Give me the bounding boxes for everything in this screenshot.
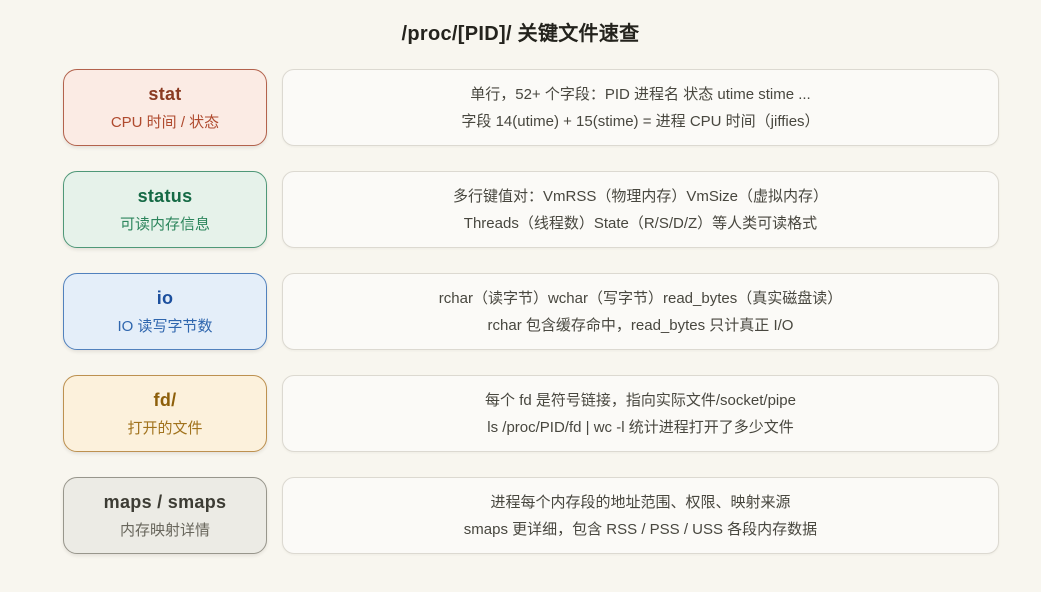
description-line: rchar（读字节）wchar（写字节）read_bytes（真实磁盘读） <box>438 289 843 307</box>
file-card-status: status 可读内存信息 <box>63 171 267 248</box>
file-role: 内存映射详情 <box>119 521 210 539</box>
file-description-stat: 单行，52+ 个字段：PID 进程名 状态 utime stime ... 字段… <box>282 69 999 146</box>
file-name: fd/ <box>153 389 177 410</box>
description-line: 进程每个内存段的地址范围、权限、映射来源 <box>490 493 791 511</box>
file-description-fd: 每个 fd 是符号链接，指向实际文件/socket/pipe ls /proc/… <box>282 375 999 452</box>
file-role: 可读内存信息 <box>119 215 210 233</box>
row-stat: stat CPU 时间 / 状态 单行，52+ 个字段：PID 进程名 状态 u… <box>63 69 999 146</box>
file-description-status: 多行键值对：VmRSS（物理内存）VmSize（虚拟内存） Threads（线程… <box>282 171 999 248</box>
file-card-stat: stat CPU 时间 / 状态 <box>63 69 267 146</box>
row-status: status 可读内存信息 多行键值对：VmRSS（物理内存）VmSize（虚拟… <box>63 171 999 248</box>
page-title: /proc/[PID]/ 关键文件速查 <box>401 23 640 45</box>
file-name: status <box>137 185 193 206</box>
row-io: io IO 读写字节数 rchar（读字节）wchar（写字节）read_byt… <box>63 273 999 350</box>
file-role: IO 读写字节数 <box>117 317 213 335</box>
description-line: smaps 更详细，包含 RSS / PSS / USS 各段内存数据 <box>463 520 818 538</box>
description-line: ls /proc/PID/fd | wc -l 统计进程打开了多少文件 <box>487 418 794 436</box>
file-name: maps / smaps <box>103 491 227 512</box>
file-card-io: io IO 读写字节数 <box>63 273 267 350</box>
reference-table: stat CPU 时间 / 状态 单行，52+ 个字段：PID 进程名 状态 u… <box>0 46 1041 554</box>
file-role: CPU 时间 / 状态 <box>110 113 220 131</box>
file-description-io: rchar（读字节）wchar（写字节）read_bytes（真实磁盘读） rc… <box>282 273 999 350</box>
file-name: io <box>156 287 174 308</box>
row-maps-smaps: maps / smaps 内存映射详情 进程每个内存段的地址范围、权限、映射来源… <box>63 477 999 554</box>
file-role: 打开的文件 <box>127 419 203 437</box>
file-card-maps-smaps: maps / smaps 内存映射详情 <box>63 477 267 554</box>
description-line: Threads（线程数）State（R/S/D/Z）等人类可读格式 <box>463 214 818 232</box>
description-line: 每个 fd 是符号链接，指向实际文件/socket/pipe <box>485 391 796 409</box>
description-line: 多行键值对：VmRSS（物理内存）VmSize（虚拟内存） <box>452 187 829 205</box>
file-card-fd: fd/ 打开的文件 <box>63 375 267 452</box>
description-line: 字段 14(utime) + 15(stime) = 进程 CPU 时间（jif… <box>461 112 820 130</box>
description-line: rchar 包含缓存命中，read_bytes 只计真正 I/O <box>487 316 794 334</box>
description-line: 单行，52+ 个字段：PID 进程名 状态 utime stime ... <box>470 85 811 103</box>
file-name: stat <box>148 83 182 104</box>
file-description-maps-smaps: 进程每个内存段的地址范围、权限、映射来源 smaps 更详细，包含 RSS / … <box>282 477 999 554</box>
row-fd: fd/ 打开的文件 每个 fd 是符号链接，指向实际文件/socket/pipe… <box>63 375 999 452</box>
